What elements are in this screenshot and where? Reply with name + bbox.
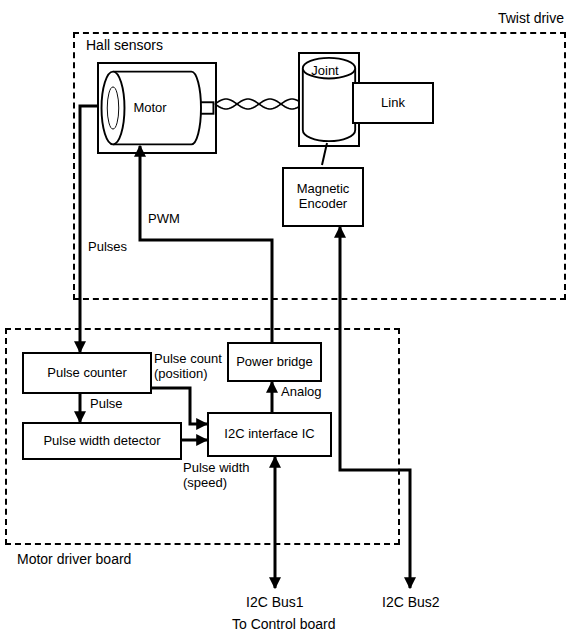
bus1-wire — [274, 457, 277, 588]
encoder-box: Magnetic Encoder — [282, 167, 364, 227]
link-box: Link — [352, 82, 434, 124]
signal-label: Pulse count (position) — [154, 352, 222, 382]
wire-strand — [215, 99, 299, 109]
node-text: Magnetic Encoder — [288, 182, 358, 212]
node-text: Power bridge — [236, 355, 313, 370]
hall-sensor-ring — [107, 87, 118, 129]
signal-label: Analog — [281, 385, 321, 400]
region-label: Twist drive — [498, 10, 564, 26]
node-text: Pulse width detector — [43, 434, 160, 449]
process-box: I2C interface IC — [207, 412, 332, 457]
signal-arrow — [182, 439, 207, 442]
node-text: Motor — [133, 101, 166, 116]
signal-label: PWM — [148, 212, 180, 227]
wire-strand — [215, 99, 299, 109]
bus-label: I2C Bus1 — [246, 594, 304, 610]
node-text: Link — [381, 96, 405, 111]
node-text: Joint — [311, 64, 338, 79]
node-text: I2C interface IC — [224, 427, 314, 442]
signal-label: Pulses — [88, 240, 127, 255]
process-box: Power bridge — [227, 342, 322, 382]
bus-label: To Control board — [232, 616, 336, 632]
bus-label: I2C Bus2 — [382, 594, 440, 610]
twisted-wire — [215, 99, 299, 109]
signal-label: Pulse — [90, 397, 123, 412]
signal-label: Pulse width (speed) — [183, 461, 265, 491]
twist-drive-region: MotorJointLinkMagnetic EncoderTwist driv… — [73, 32, 566, 300]
node-text: Pulse counter — [47, 366, 127, 381]
signal-arrow — [271, 382, 274, 412]
signal-arrow — [152, 388, 207, 424]
region-label: Motor driver board — [17, 551, 131, 567]
process-box: Pulse width detector — [22, 422, 182, 460]
process-box: Pulse counter — [22, 352, 152, 394]
joint-top — [303, 58, 355, 79]
motor-cylinder: Motor — [97, 62, 217, 154]
joint-cylinder: Joint — [298, 52, 360, 147]
signal-arrow — [79, 394, 82, 422]
motor-body — [113, 72, 201, 145]
part-label: Hall sensors — [86, 37, 163, 53]
signal-arrow — [140, 146, 272, 342]
hall-sensor-end — [102, 72, 125, 145]
